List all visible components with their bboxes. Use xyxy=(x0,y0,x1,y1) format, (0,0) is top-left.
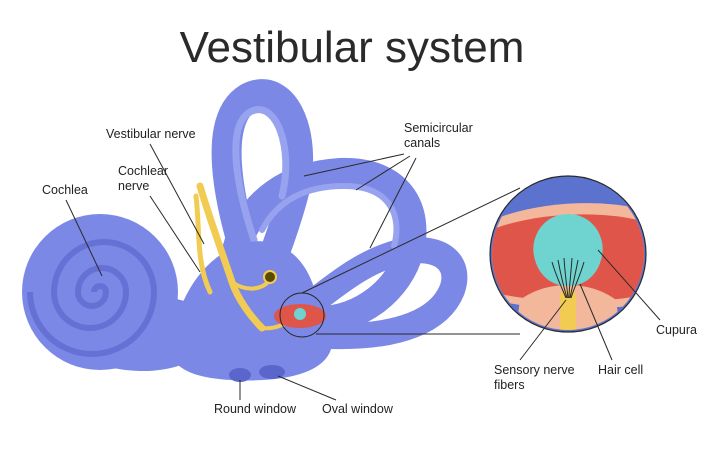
hair-cells xyxy=(551,257,585,299)
label-cochlear-nerve-1: Cochlear xyxy=(118,164,168,178)
label-cupura: Cupura xyxy=(656,323,697,337)
labyrinth xyxy=(22,79,468,382)
leader-hair-cell xyxy=(579,283,613,361)
superior-canal xyxy=(211,79,314,285)
label-cochlear-nerve-2: nerve xyxy=(118,179,149,193)
leader-sensory-fibers xyxy=(519,299,567,361)
round-window xyxy=(229,368,251,382)
label-sensory-2: fibers xyxy=(494,378,525,392)
label-vestibular-nerve: Vestibular nerve xyxy=(106,127,196,141)
label-semicircular-2: canals xyxy=(404,136,440,150)
leader-semicircular-c xyxy=(369,157,417,249)
nerve-stem xyxy=(560,290,576,330)
leader-semicircular-a xyxy=(303,153,405,177)
zoom-line-top xyxy=(301,187,521,294)
label-cochlea: Cochlea xyxy=(42,183,88,197)
label-sensory-1: Sensory nerve xyxy=(494,363,575,377)
label-round-window: Round window xyxy=(214,402,297,416)
magnified-view xyxy=(489,175,647,333)
oval-window xyxy=(259,365,285,379)
leader-cochlea xyxy=(65,199,103,277)
leader-cochlear-nerve xyxy=(149,195,201,273)
cochlear-nerve xyxy=(193,193,213,295)
lateral-canal xyxy=(287,237,468,350)
label-oval-window: Oval window xyxy=(322,402,394,416)
ampulla-cupula xyxy=(294,308,306,320)
nerve-ganglion xyxy=(263,270,277,284)
page-title: Vestibular system xyxy=(180,23,525,72)
cupula-shape xyxy=(533,214,603,286)
label-hair-cell: Hair cell xyxy=(598,363,643,377)
label-semicircular-1: Semicircular xyxy=(404,121,473,135)
canal-highlight xyxy=(259,182,400,249)
leader-semicircular-b xyxy=(355,155,411,191)
leader-vestibular-nerve xyxy=(149,143,205,245)
canal-highlight xyxy=(232,106,290,244)
vestibular-nerve xyxy=(196,182,266,332)
leader-cupura xyxy=(597,249,661,321)
leader-oval-window xyxy=(277,375,337,401)
labels: Vestibular nerve Cochlear nerve Cochlea … xyxy=(42,121,697,416)
cochlea-bridge xyxy=(90,290,214,372)
cochlea-spiral xyxy=(27,239,158,357)
